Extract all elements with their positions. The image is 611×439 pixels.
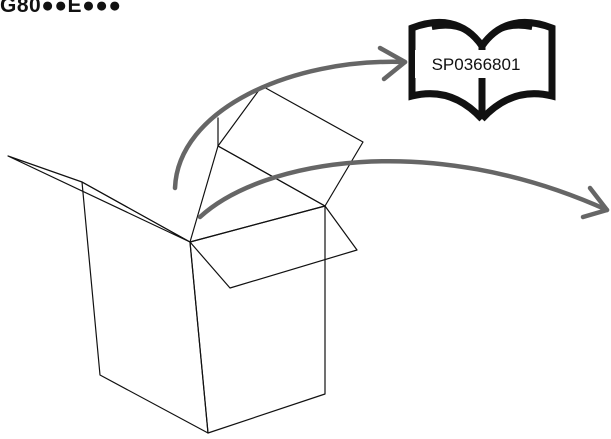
box-front-face — [82, 182, 208, 433]
book-inner-curve-right — [482, 27, 532, 46]
box-right-face — [190, 206, 325, 433]
arrow-to-manual — [175, 48, 405, 188]
book-inner-curve-left — [432, 27, 482, 46]
manual-code-label: SP0366801 — [432, 55, 521, 74]
box-back-flap — [218, 86, 363, 206]
box-left-flap — [8, 156, 190, 242]
arrow-to-manual-line — [175, 62, 405, 188]
open-box-icon — [8, 86, 363, 433]
box-front-flap — [190, 206, 357, 288]
